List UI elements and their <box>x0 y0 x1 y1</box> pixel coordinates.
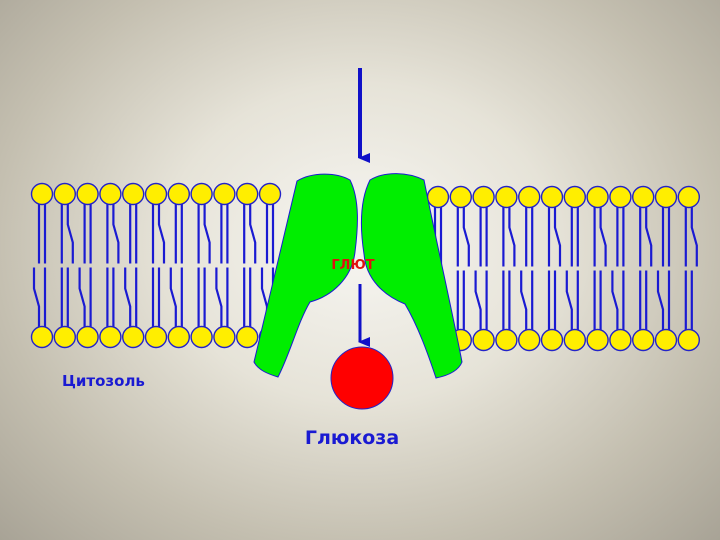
lipid-left-upper-tail <box>249 204 257 264</box>
lipid-left-upper-tail <box>66 204 74 264</box>
lipid-left-upper-tail <box>112 204 120 264</box>
lipid-right-upper-head <box>586 185 609 209</box>
lipid-left-lower-head <box>167 325 191 349</box>
lipid-left-lower-head <box>53 325 77 349</box>
lipid-left-lower-head <box>121 325 145 349</box>
lipid-left-lower-head <box>190 325 213 349</box>
lipid-right-lower-head <box>540 328 564 352</box>
lipid-left-upper-head <box>99 182 122 206</box>
lipid-right-upper-tail <box>553 207 562 267</box>
lipid-right-upper-head <box>518 185 541 209</box>
lipid-left-lower-head <box>144 325 168 349</box>
lipid-right-upper-head <box>563 185 586 209</box>
lipid-right-lower-tail <box>611 270 619 330</box>
transporter-right-subunit <box>361 173 463 379</box>
lipid-left-lower-tail <box>215 267 223 327</box>
lipid-right-upper-head <box>609 185 632 209</box>
lipid-bilayer-right <box>426 185 700 352</box>
lipid-right-lower-head <box>677 328 700 352</box>
glut-transporter <box>253 173 463 379</box>
lipid-right-lower-head <box>495 328 518 352</box>
lipid-right-upper-head <box>632 185 655 209</box>
lipid-left-upper-head <box>167 182 191 206</box>
cytosol-label: Цитозоль <box>62 372 145 390</box>
glucose-label: Глюкоза <box>305 427 399 449</box>
lipid-right-lower-tail <box>520 270 528 330</box>
lipid-right-lower-tail <box>656 270 665 330</box>
lipid-right-upper-tail <box>645 207 653 267</box>
glucose-molecule <box>330 346 394 410</box>
lipid-bilayer-left <box>30 182 282 349</box>
lipid-left-upper-head <box>30 182 54 206</box>
lipid-left-upper-head <box>235 182 259 206</box>
lipid-right-upper-head <box>426 185 450 209</box>
transporter-label: ГЛЮТ <box>331 258 374 273</box>
lipid-left-upper-tail <box>203 204 211 264</box>
lipid-right-lower-head <box>563 328 586 352</box>
lipid-right-upper-tail <box>690 207 698 267</box>
lipid-right-lower-head <box>609 328 632 352</box>
transporter-left-subunit <box>253 173 358 378</box>
lipid-left-lower-tail <box>78 267 86 327</box>
lipid-left-lower-head <box>99 325 122 349</box>
lipid-right-upper-head <box>449 185 472 209</box>
lipid-right-upper-head <box>677 185 700 209</box>
lipid-left-lower-head <box>30 325 54 349</box>
lipid-right-lower-head <box>654 328 678 352</box>
lipid-right-upper-tail <box>599 207 607 267</box>
lipid-left-upper-head <box>190 182 213 206</box>
lipid-right-lower-head <box>518 328 541 352</box>
lipid-left-lower-tail <box>169 267 177 327</box>
lipid-left-lower-head <box>76 325 99 349</box>
lipid-left-upper-head <box>53 182 77 206</box>
lipid-right-lower-tail <box>565 270 573 330</box>
lipid-right-lower-tail <box>474 270 482 330</box>
lipid-right-upper-head <box>540 185 564 209</box>
lipid-left-lower-head <box>235 325 259 349</box>
lipid-right-lower-head <box>472 328 495 352</box>
lipid-left-lower-tail <box>124 267 132 327</box>
lipid-left-upper-head <box>76 182 99 206</box>
lipid-right-upper-head <box>495 185 518 209</box>
lipid-left-upper-head <box>144 182 168 206</box>
lipid-left-upper-tail <box>157 204 166 264</box>
lipid-left-upper-head <box>258 182 282 206</box>
lipid-right-lower-head <box>586 328 609 352</box>
lipid-right-upper-head <box>654 185 678 209</box>
lipid-left-upper-head <box>121 182 145 206</box>
lipid-left-lower-head <box>213 325 236 349</box>
lipid-right-upper-tail <box>508 207 516 267</box>
lipid-left-lower-tail <box>32 267 41 327</box>
lipid-right-lower-head <box>632 328 655 352</box>
lipid-left-upper-head <box>213 182 236 206</box>
lipid-right-upper-head <box>472 185 495 209</box>
lipid-right-upper-tail <box>462 207 470 267</box>
